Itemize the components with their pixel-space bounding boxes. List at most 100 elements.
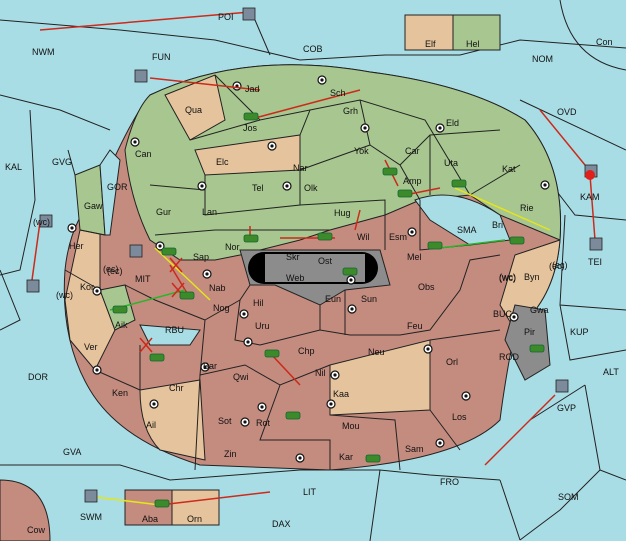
svg-text:Nab: Nab — [209, 283, 226, 293]
svg-text:Amp: Amp — [403, 176, 422, 186]
svg-text:GOR: GOR — [107, 182, 128, 192]
svg-text:Wil: Wil — [357, 232, 370, 242]
svg-text:NWM: NWM — [32, 47, 55, 57]
svg-text:(wc): (wc) — [499, 272, 516, 282]
svg-text:Feu: Feu — [407, 321, 423, 331]
sea-labels: POI NWM FUN COB NOM Con KAL GVG OVD KAM … — [5, 12, 619, 535]
svg-text:Her: Her — [69, 241, 84, 251]
svg-text:Car: Car — [405, 146, 420, 156]
svg-text:Uta: Uta — [444, 158, 458, 168]
svg-text:Can: Can — [135, 149, 152, 159]
svg-text:Olk: Olk — [304, 183, 318, 193]
province-labels: Jad Sch Qua Jos Grh Can Elc Nar Yok Car … — [33, 39, 568, 524]
svg-text:Zin: Zin — [224, 449, 237, 459]
svg-text:Ver: Ver — [84, 342, 98, 352]
svg-text:Pir: Pir — [524, 327, 535, 337]
svg-text:Los: Los — [452, 412, 467, 422]
svg-text:Bar: Bar — [203, 361, 217, 371]
svg-text:Rie: Rie — [520, 203, 534, 213]
land-provinces — [0, 14, 562, 541]
svg-text:ALT: ALT — [603, 367, 619, 377]
svg-text:FRO: FRO — [440, 477, 459, 487]
svg-text:Web: Web — [286, 273, 304, 283]
svg-text:Kat: Kat — [502, 164, 516, 174]
svg-text:SMA: SMA — [457, 225, 477, 235]
svg-text:KAM: KAM — [580, 192, 600, 202]
svg-text:GVP: GVP — [557, 403, 576, 413]
svg-text:POI: POI — [218, 12, 234, 22]
svg-text:(wc): (wc) — [56, 290, 73, 300]
move-orders — [31, 11, 596, 506]
svg-text:Sch: Sch — [330, 88, 346, 98]
svg-text:RBU: RBU — [165, 325, 184, 335]
svg-text:Esm: Esm — [389, 232, 407, 242]
svg-text:TEI: TEI — [588, 257, 602, 267]
island-elf — [404, 14, 454, 51]
failed-orders — [139, 257, 185, 353]
svg-text:Sot: Sot — [218, 416, 232, 426]
svg-text:Elc: Elc — [216, 157, 229, 167]
svg-text:Lan: Lan — [202, 207, 217, 217]
svg-text:Kaa: Kaa — [333, 389, 349, 399]
province-borders — [64, 74, 521, 471]
svg-text:Neu: Neu — [368, 347, 385, 357]
svg-text:Sap: Sap — [193, 252, 209, 262]
svg-text:(wc): (wc) — [33, 217, 50, 227]
svg-text:Mou: Mou — [342, 421, 360, 431]
svg-text:Kar: Kar — [339, 452, 353, 462]
svg-text:Ken: Ken — [112, 388, 128, 398]
svg-text:Grh: Grh — [343, 106, 358, 116]
svg-text:Uru: Uru — [255, 321, 270, 331]
svg-text:Ost: Ost — [318, 256, 333, 266]
supply-centers — [67, 75, 550, 463]
svg-text:LIT: LIT — [303, 487, 317, 497]
svg-text:Jad: Jad — [245, 84, 260, 94]
svg-text:SWM: SWM — [80, 512, 102, 522]
svg-text:KUP: KUP — [570, 327, 589, 337]
svg-text:Yok: Yok — [354, 146, 369, 156]
svg-text:Elf: Elf — [425, 39, 436, 49]
svg-text:Tel: Tel — [252, 183, 264, 193]
svg-text:Gur: Gur — [156, 207, 171, 217]
svg-text:Sun: Sun — [361, 294, 377, 304]
svg-text:(ec): (ec) — [103, 264, 119, 274]
svg-text:Orn: Orn — [187, 514, 202, 524]
svg-text:Ail: Ail — [146, 420, 156, 430]
svg-text:Nog: Nog — [213, 303, 230, 313]
svg-text:Bri: Bri — [492, 220, 503, 230]
svg-text:Qua: Qua — [185, 105, 202, 115]
svg-text:SOM: SOM — [558, 492, 579, 502]
svg-text:Chp: Chp — [298, 346, 315, 356]
fleet-units — [26, 7, 603, 503]
svg-text:Nil: Nil — [315, 368, 326, 378]
svg-text:ROD: ROD — [499, 352, 520, 362]
svg-text:(wc): (wc) — [499, 273, 516, 283]
svg-text:Obs: Obs — [418, 282, 435, 292]
island-hel — [452, 14, 501, 51]
svg-text:DOR: DOR — [28, 372, 49, 382]
svg-text:Qwi: Qwi — [233, 372, 249, 382]
svg-text:FUN: FUN — [152, 52, 171, 62]
svg-text:Byn: Byn — [524, 272, 540, 282]
svg-text:Cow: Cow — [27, 525, 46, 535]
svg-text:Eun: Eun — [325, 294, 341, 304]
svg-text:OVD: OVD — [557, 107, 577, 117]
svg-text:Chr: Chr — [169, 383, 184, 393]
svg-text:MIT: MIT — [135, 274, 151, 284]
svg-text:(ec): (ec) — [549, 261, 565, 271]
svg-text:GVG: GVG — [52, 157, 72, 167]
svg-text:NOM: NOM — [532, 54, 553, 64]
svg-text:Orl: Orl — [446, 357, 458, 367]
svg-text:Con: Con — [596, 37, 613, 47]
svg-text:Jos: Jos — [243, 123, 258, 133]
svg-text:Kor: Kor — [80, 282, 94, 292]
svg-text:KAL: KAL — [5, 162, 22, 172]
svg-text:Hil: Hil — [253, 298, 264, 308]
svg-text:DAX: DAX — [272, 519, 291, 529]
svg-text:Mel: Mel — [407, 252, 422, 262]
svg-text:Aik: Aik — [115, 320, 128, 330]
svg-text:Eld: Eld — [446, 118, 459, 128]
svg-text:Hug: Hug — [334, 208, 351, 218]
dislodged-marker — [585, 170, 595, 180]
